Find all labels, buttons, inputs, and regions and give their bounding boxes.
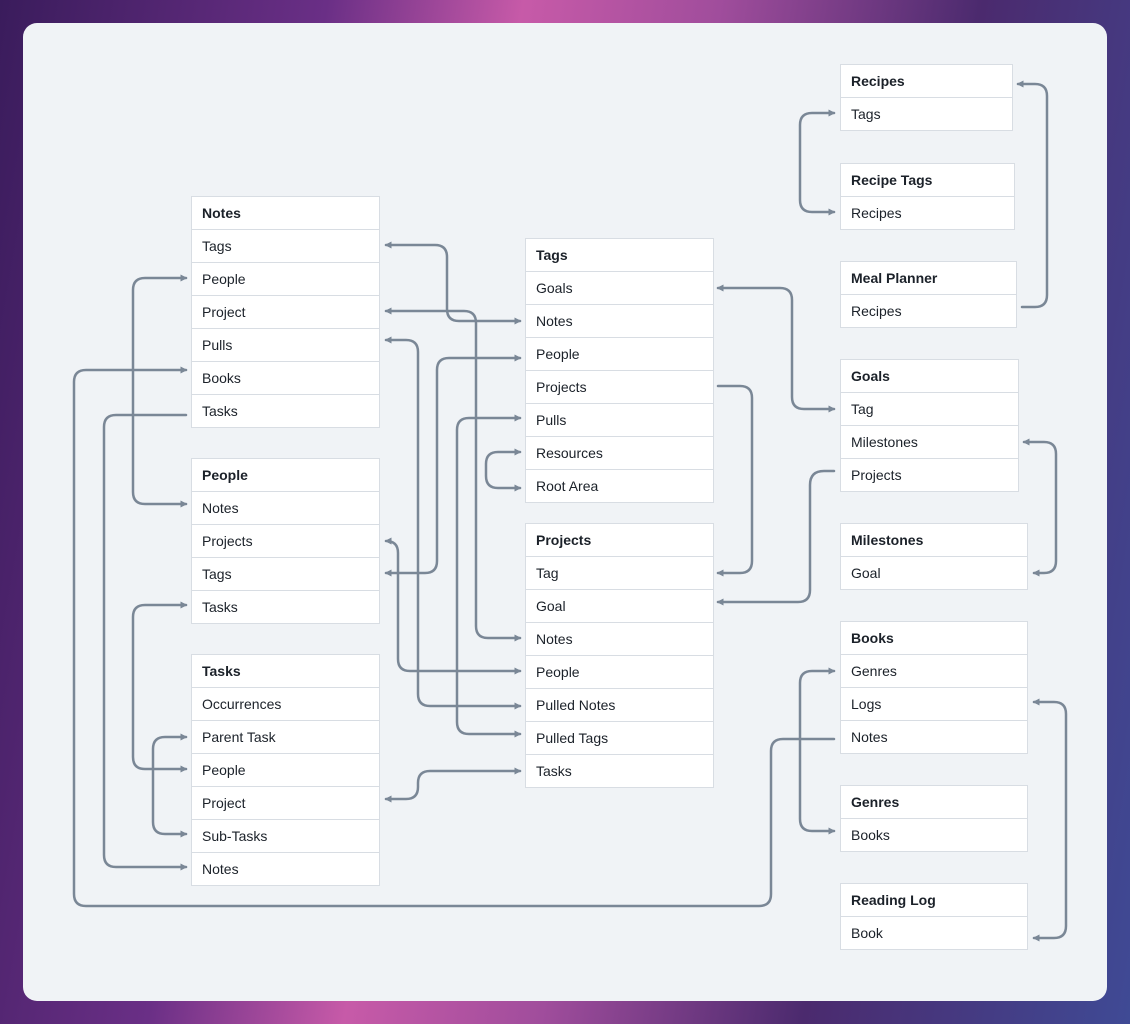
field-occurrences: Occurrences — [192, 688, 379, 721]
field-notes: Notes — [202, 861, 239, 877]
connector-tags-goals-goals-tag — [716, 284, 836, 413]
connector-recipes-tags-recipe-tags-recipes — [798, 109, 836, 216]
connector-meal-planner-recipes-recipes — [1016, 80, 1049, 309]
field-pulls: Pulls — [192, 329, 379, 362]
field-book: Book — [851, 925, 883, 941]
field-books: Books — [192, 362, 379, 395]
connector-tags-resources-root-area — [484, 448, 522, 492]
field-goal: Goal — [526, 590, 713, 623]
table-milestones: Milestones Goal — [840, 523, 1028, 590]
field-tag: Tag — [526, 557, 713, 590]
connector-notes-tags-tags-notes — [384, 241, 522, 325]
field-goal: Goal — [851, 565, 881, 581]
connector-people-tasks-tasks-people — [131, 601, 188, 773]
field-resources: Resources — [526, 437, 713, 470]
table-title: Milestones — [841, 524, 1027, 557]
field-sub-tasks: Sub-Tasks — [192, 820, 379, 853]
connector-notes-tasks-tasks-notes — [102, 413, 188, 871]
field-project: Project — [192, 787, 379, 820]
table-title: Recipes — [841, 65, 1012, 98]
table-tasks: Tasks Occurrences Parent Task People Pro… — [191, 654, 380, 886]
field-milestones: Milestones — [841, 426, 1018, 459]
field-tags: Tags — [851, 106, 881, 122]
field-tasks: Tasks — [202, 599, 238, 615]
table-title: Tasks — [192, 655, 379, 688]
table-title: People — [192, 459, 379, 492]
table-title: Reading Log — [841, 884, 1027, 917]
connector-notes-books-books-notes — [72, 366, 836, 908]
field-books: Books — [851, 827, 890, 843]
table-notes: Notes Tags People Project Pulls Books Ta… — [191, 196, 380, 428]
connector-tags-people-people-tags — [384, 354, 522, 577]
field-projects: Projects — [192, 525, 379, 558]
field-tasks: Tasks — [202, 403, 238, 419]
field-tasks: Tasks — [536, 763, 572, 779]
field-notes: Notes — [192, 492, 379, 525]
field-tags: Tags — [192, 230, 379, 263]
table-goals: Goals Tag Milestones Projects — [840, 359, 1019, 492]
field-projects: Projects — [851, 467, 902, 483]
field-notes: Notes — [851, 729, 888, 745]
table-title: Meal Planner — [841, 262, 1016, 295]
table-title: Goals — [841, 360, 1018, 393]
table-meal-planner: Meal Planner Recipes — [840, 261, 1017, 328]
table-genres: Genres Books — [840, 785, 1028, 852]
table-title: Recipe Tags — [841, 164, 1014, 197]
connector-books-genres-genres-books — [798, 667, 836, 835]
field-goals: Goals — [526, 272, 713, 305]
table-title: Projects — [526, 524, 713, 557]
table-title: Books — [841, 622, 1027, 655]
connector-notes-project-projects-notes — [384, 307, 522, 642]
field-notes: Notes — [526, 305, 713, 338]
field-pulls: Pulls — [526, 404, 713, 437]
connector-notes-pulls-projects-pulled-notes — [384, 336, 522, 710]
field-root-area: Root Area — [536, 478, 599, 494]
table-title: Tags — [526, 239, 713, 272]
field-genres: Genres — [841, 655, 1027, 688]
connector-people-projects-projects-people — [384, 537, 522, 675]
table-recipes: Recipes Tags — [840, 64, 1013, 131]
connector-tags-pulls-projects-pulled-tags — [455, 414, 522, 738]
field-tags: Tags — [192, 558, 379, 591]
field-tag: Tag — [841, 393, 1018, 426]
field-people: People — [526, 338, 713, 371]
field-notes: Notes — [526, 623, 713, 656]
field-pulled-tags: Pulled Tags — [526, 722, 713, 755]
connector-notes-people-people-notes — [131, 274, 188, 508]
connector-books-logs-reading-log-book — [1032, 698, 1068, 942]
table-tags: Tags Goals Notes People Projects Pulls R… — [525, 238, 714, 503]
field-people: People — [526, 656, 713, 689]
table-people: People Notes Projects Tags Tasks — [191, 458, 380, 624]
field-people: People — [192, 263, 379, 296]
field-projects: Projects — [526, 371, 713, 404]
connector-tasks-parent-sub-tasks — [151, 733, 188, 838]
connector-tasks-project-projects-tasks — [384, 767, 522, 803]
table-title: Notes — [192, 197, 379, 230]
field-pulled-notes: Pulled Notes — [526, 689, 713, 722]
table-title: Genres — [841, 786, 1027, 819]
table-books: Books Genres Logs Notes — [840, 621, 1028, 754]
field-project: Project — [192, 296, 379, 329]
field-parent-task: Parent Task — [192, 721, 379, 754]
connector-goals-milestones-milestones-goal — [1022, 438, 1058, 577]
connector-goals-projects-projects-goal — [716, 469, 836, 606]
field-logs: Logs — [841, 688, 1027, 721]
connector-tags-projects-projects-tag — [716, 384, 754, 577]
table-recipe-tags: Recipe Tags Recipes — [840, 163, 1015, 230]
table-projects: Projects Tag Goal Notes People Pulled No… — [525, 523, 714, 788]
field-recipes: Recipes — [851, 303, 902, 319]
table-reading-log: Reading Log Book — [840, 883, 1028, 950]
field-people: People — [192, 754, 379, 787]
field-recipes: Recipes — [851, 205, 902, 221]
